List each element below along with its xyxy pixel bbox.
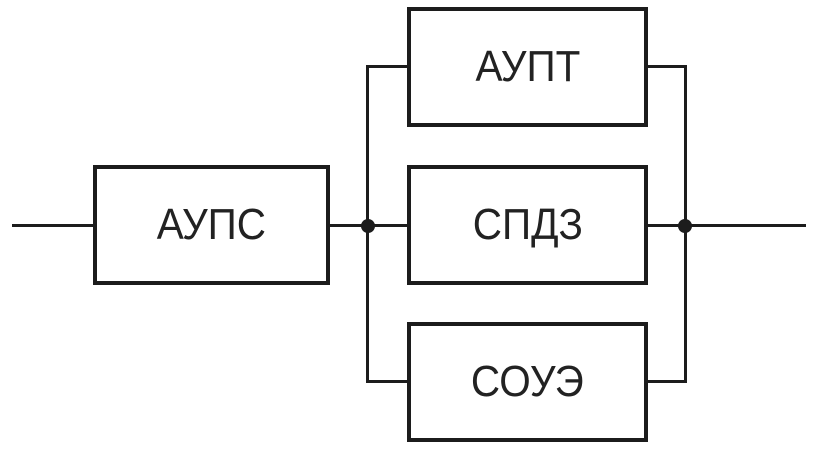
block-soue: СОУЭ — [407, 322, 648, 442]
bottom-branch-left-wire — [366, 380, 410, 383]
bottom-branch-right-wire — [645, 380, 687, 383]
block-aupt-label: АУПТ — [475, 42, 580, 91]
block-spdz-label: СПДЗ — [472, 200, 583, 249]
top-branch-left-wire — [366, 65, 410, 68]
block-aups-label: АУПС — [156, 200, 267, 249]
block-aupt: АУПТ — [407, 7, 648, 127]
block-soue-label: СОУЭ — [471, 357, 584, 406]
input-wire — [12, 224, 95, 227]
right-junction-dot — [678, 219, 692, 233]
block-spdz: СПДЗ — [407, 165, 648, 285]
output-wire — [645, 224, 806, 227]
left-junction-dot — [361, 219, 375, 233]
block-aups: АУПС — [93, 165, 330, 285]
top-branch-right-wire — [645, 65, 687, 68]
